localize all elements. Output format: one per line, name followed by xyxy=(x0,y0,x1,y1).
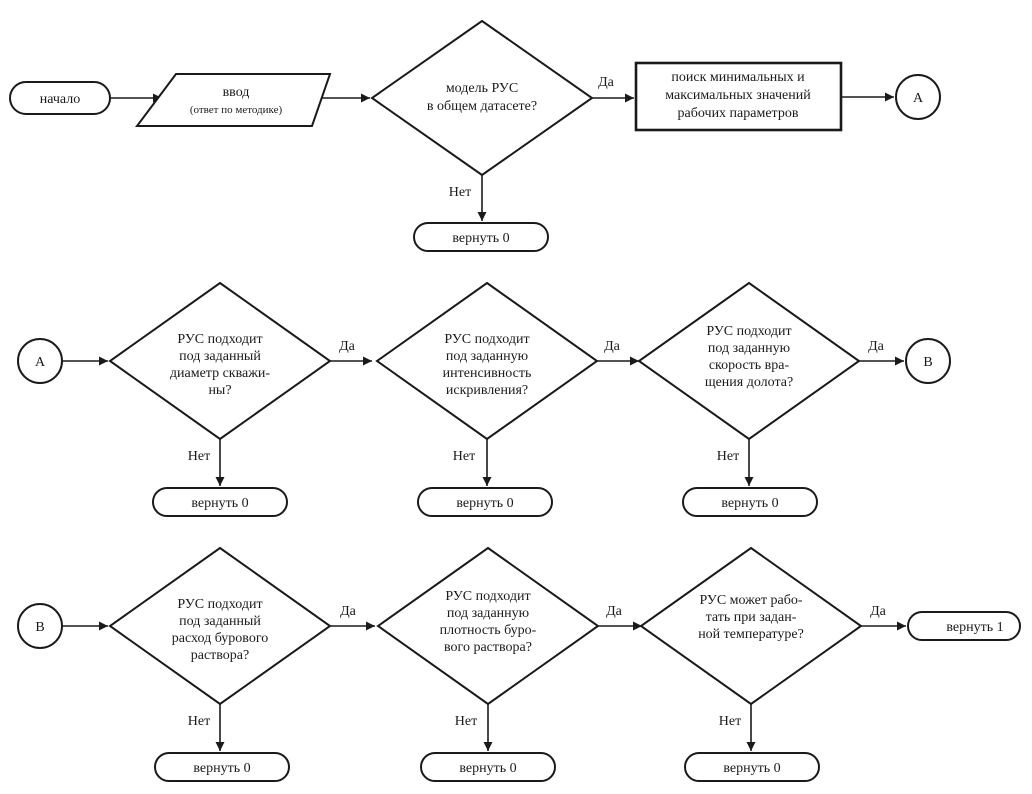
connector-b-label: В xyxy=(923,355,932,370)
decision-temperature-line-1: РУС может рабо- xyxy=(699,593,802,608)
return-zero-label: вернуть 0 xyxy=(456,496,513,511)
decision-diameter: РУС подходит под заданный диаметр скважи… xyxy=(108,281,332,441)
process-line-3: рабочих параметров xyxy=(678,106,799,121)
process-line-2: максимальных значений xyxy=(665,88,811,103)
yes-label-fluid-flow: Да xyxy=(340,604,357,619)
input-label: ввод xyxy=(223,85,250,100)
return-zero-label: вернуть 0 xyxy=(193,761,250,776)
decision-dataset: модель РУС в общем датасете? xyxy=(370,19,594,177)
decision-curvature-line-4: искривления? xyxy=(446,383,528,398)
decision-fluid-flow: РУС подходит под заданный расход буровог… xyxy=(108,546,332,706)
decision-fluid-flow-line-4: раствора? xyxy=(191,648,250,663)
no-label-fluid-flow: Нет xyxy=(188,714,210,729)
return-zero-fluid-flow: вернуть 0 xyxy=(154,752,290,782)
connector-a-out: А xyxy=(895,74,941,120)
return-zero-label: вернуть 0 xyxy=(721,496,778,511)
decision-diameter-line-2: под заданный xyxy=(179,349,261,364)
return-zero-rotation: вернуть 0 xyxy=(682,487,818,517)
decision-curvature-line-3: интенсивность xyxy=(443,366,532,381)
return-one-label: вернуть 1 xyxy=(946,620,1003,635)
yes-label-temperature: Да xyxy=(870,604,887,619)
return-zero-label: вернуть 0 xyxy=(452,231,509,246)
return-one-terminator: вернуть 1 xyxy=(907,611,1021,641)
no-label-fluid-density: Нет xyxy=(455,714,477,729)
decision-temperature: РУС может рабо- тать при задан- ной темп… xyxy=(639,546,863,706)
connector-a-label: А xyxy=(913,91,924,106)
process-search-params: поиск минимальных и максимальных значени… xyxy=(634,61,843,132)
yes-label-diameter: Да xyxy=(339,339,356,354)
return-zero-dataset: вернуть 0 xyxy=(413,222,549,252)
decision-fluid-flow-line-2: под заданный xyxy=(179,614,261,629)
return-zero-temperature: вернуть 0 xyxy=(684,752,820,782)
decision-dataset-line-1: модель РУС xyxy=(446,81,518,96)
decision-temperature-line-3: ной температуре? xyxy=(698,627,804,642)
start-terminator: начало xyxy=(9,81,111,115)
decision-rotation-line-3: скорость вра- xyxy=(709,358,790,373)
decision-dataset-line-2: в общем датасете? xyxy=(427,99,537,114)
decision-rotation: РУС подходит под заданную скорость вра- … xyxy=(637,281,861,441)
decision-fluid-density-line-4: вого раствора? xyxy=(444,640,532,655)
decision-curvature-line-1: РУС подходит xyxy=(444,332,529,347)
decision-rotation-line-4: щения долота? xyxy=(705,375,793,390)
decision-fluid-flow-line-1: РУС подходит xyxy=(177,597,262,612)
connector-a-in: А xyxy=(17,338,63,384)
return-zero-label: вернуть 0 xyxy=(723,761,780,776)
return-zero-curvature: вернуть 0 xyxy=(417,487,553,517)
connector-b-in: В xyxy=(17,603,63,649)
input-parallelogram: ввод (ответ по методике) xyxy=(135,73,332,127)
return-zero-diameter: вернуть 0 xyxy=(152,487,288,517)
decision-diameter-line-1: РУС подходит xyxy=(177,332,262,347)
no-label-rotation: Нет xyxy=(717,449,739,464)
decision-diameter-line-3: диаметр скважи- xyxy=(170,366,271,381)
return-zero-label: вернуть 0 xyxy=(459,761,516,776)
decision-rotation-line-1: РУС подходит xyxy=(706,324,791,339)
connector-b-out: В xyxy=(905,338,951,384)
no-label-temperature: Нет xyxy=(719,714,741,729)
connector-a-in-label: А xyxy=(35,355,46,370)
decision-diameter-line-4: ны? xyxy=(208,383,231,398)
decision-fluid-density-line-3: плотность буро- xyxy=(440,623,537,638)
decision-curvature-line-2: под заданную xyxy=(446,349,528,364)
decision-curvature: РУС подходит под заданную интенсивность … xyxy=(375,281,599,441)
connector-b-in-label: В xyxy=(35,620,44,635)
start-label: начало xyxy=(40,92,81,107)
decision-fluid-density-line-2: под заданную xyxy=(447,606,529,621)
yes-label-fluid-density: Да xyxy=(606,604,623,619)
no-label-dataset: Нет xyxy=(449,185,471,200)
return-zero-label: вернуть 0 xyxy=(191,496,248,511)
yes-label-rotation: Да xyxy=(868,339,885,354)
return-zero-fluid-density: вернуть 0 xyxy=(420,752,556,782)
yes-label-curvature: Да xyxy=(604,339,621,354)
input-note: (ответ по методике) xyxy=(190,104,283,116)
decision-fluid-density: РУС подходит под заданную плотность буро… xyxy=(376,546,600,706)
decision-rotation-line-2: под заданную xyxy=(708,341,790,356)
process-line-1: поиск минимальных и xyxy=(671,70,805,85)
decision-temperature-line-2: тать при задан- xyxy=(706,610,797,625)
no-label-diameter: Нет xyxy=(188,449,210,464)
decision-fluid-density-line-1: РУС подходит xyxy=(445,589,530,604)
no-label-curvature: Нет xyxy=(453,449,475,464)
decision-fluid-flow-line-3: расход бурового xyxy=(172,631,268,646)
yes-label-dataset: Да xyxy=(598,75,615,90)
